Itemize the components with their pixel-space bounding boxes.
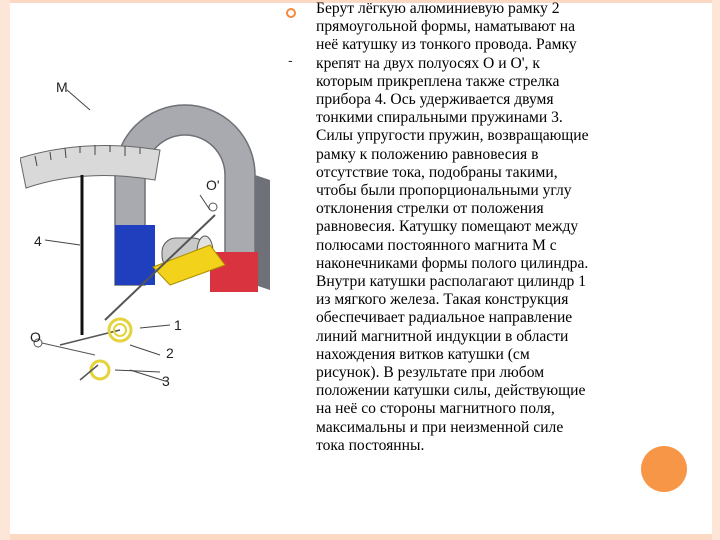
- bullet-circle-icon: [286, 8, 296, 18]
- coil-frame: [152, 244, 226, 286]
- paragraph-line: прибора 4. Ось удерживается двумя: [316, 91, 554, 109]
- bottom-decor-stripe: [0, 534, 720, 540]
- label-frame: 2: [166, 345, 174, 361]
- label-axis-top: O': [206, 177, 220, 193]
- label-cylinder: 1: [174, 317, 182, 333]
- paragraph-line: которым прикреплена также стрелка: [316, 72, 560, 90]
- label-axis-bottom: O: [30, 329, 41, 345]
- paragraph-line: наконечниками формы полого цилиндра.: [316, 254, 589, 272]
- spiral-spring: [107, 317, 133, 343]
- paragraph-line: максимальны и при неизменной силе: [316, 418, 564, 436]
- axis-line: [104, 214, 216, 321]
- paragraph-line: крепят на двух полуосях О и О', к: [316, 54, 540, 72]
- label-springs: 3: [162, 373, 170, 389]
- instrument-scale: [20, 145, 161, 189]
- paragraph-line: рисунок). В результате при любом: [316, 364, 545, 382]
- paragraph-line: прямоугольной формы, наматывают на: [316, 18, 576, 36]
- paragraph-line: линий магнитной индукции в области: [316, 327, 569, 345]
- paragraph-line: чтобы были пропорциональными углу: [316, 182, 572, 200]
- paragraph-line: рамку к положению равновесия в: [316, 145, 539, 163]
- paragraph-line: Берут лёгкую алюминиевую рамку 2: [316, 0, 560, 17]
- paragraph-line: отсутствие тока, подобраны такими,: [316, 163, 558, 181]
- left-decor-stripe: [0, 0, 10, 540]
- paragraph-line: на неё со стороны магнитного поля,: [316, 400, 555, 418]
- stray-dash: -: [288, 52, 293, 68]
- paragraph-line: неё катушку из тонкого провода. Рамку: [316, 36, 577, 54]
- paragraph-line: обеспечивает радиальное направление: [316, 309, 573, 327]
- paragraph-line: тока постоянны.: [316, 436, 425, 454]
- paragraph-line: положении катушки силы, действующие: [316, 382, 586, 400]
- paragraph-line: из мягкого железа. Такая конструкция: [316, 291, 569, 309]
- galvanometer-diagram: M O' 4 O 1 2 3: [20, 80, 270, 389]
- paragraph-line: нахождения витков катушки (см: [316, 345, 530, 363]
- paragraph-line: тонкими спиральными пружинами 3.: [316, 109, 563, 127]
- paragraph-line: отклонения стрелки от положения: [316, 200, 544, 218]
- paragraph-line: Силы упругости пружин, возвращающие: [316, 127, 589, 145]
- right-decor-stripe: [712, 0, 720, 540]
- label-magnet: M: [56, 80, 68, 95]
- paragraph-line: Внутри катушки располагают цилиндр 1: [316, 273, 587, 291]
- blue-pole-piece: [115, 225, 155, 285]
- orange-circle-decoration: [641, 446, 687, 492]
- label-arrow: 4: [34, 233, 42, 249]
- paragraph-line: полюсами постоянного магнита М с: [316, 236, 557, 254]
- top-decor-stripe: [0, 0, 720, 3]
- paragraph-line: равновесия. Катушку помещают между: [316, 218, 579, 236]
